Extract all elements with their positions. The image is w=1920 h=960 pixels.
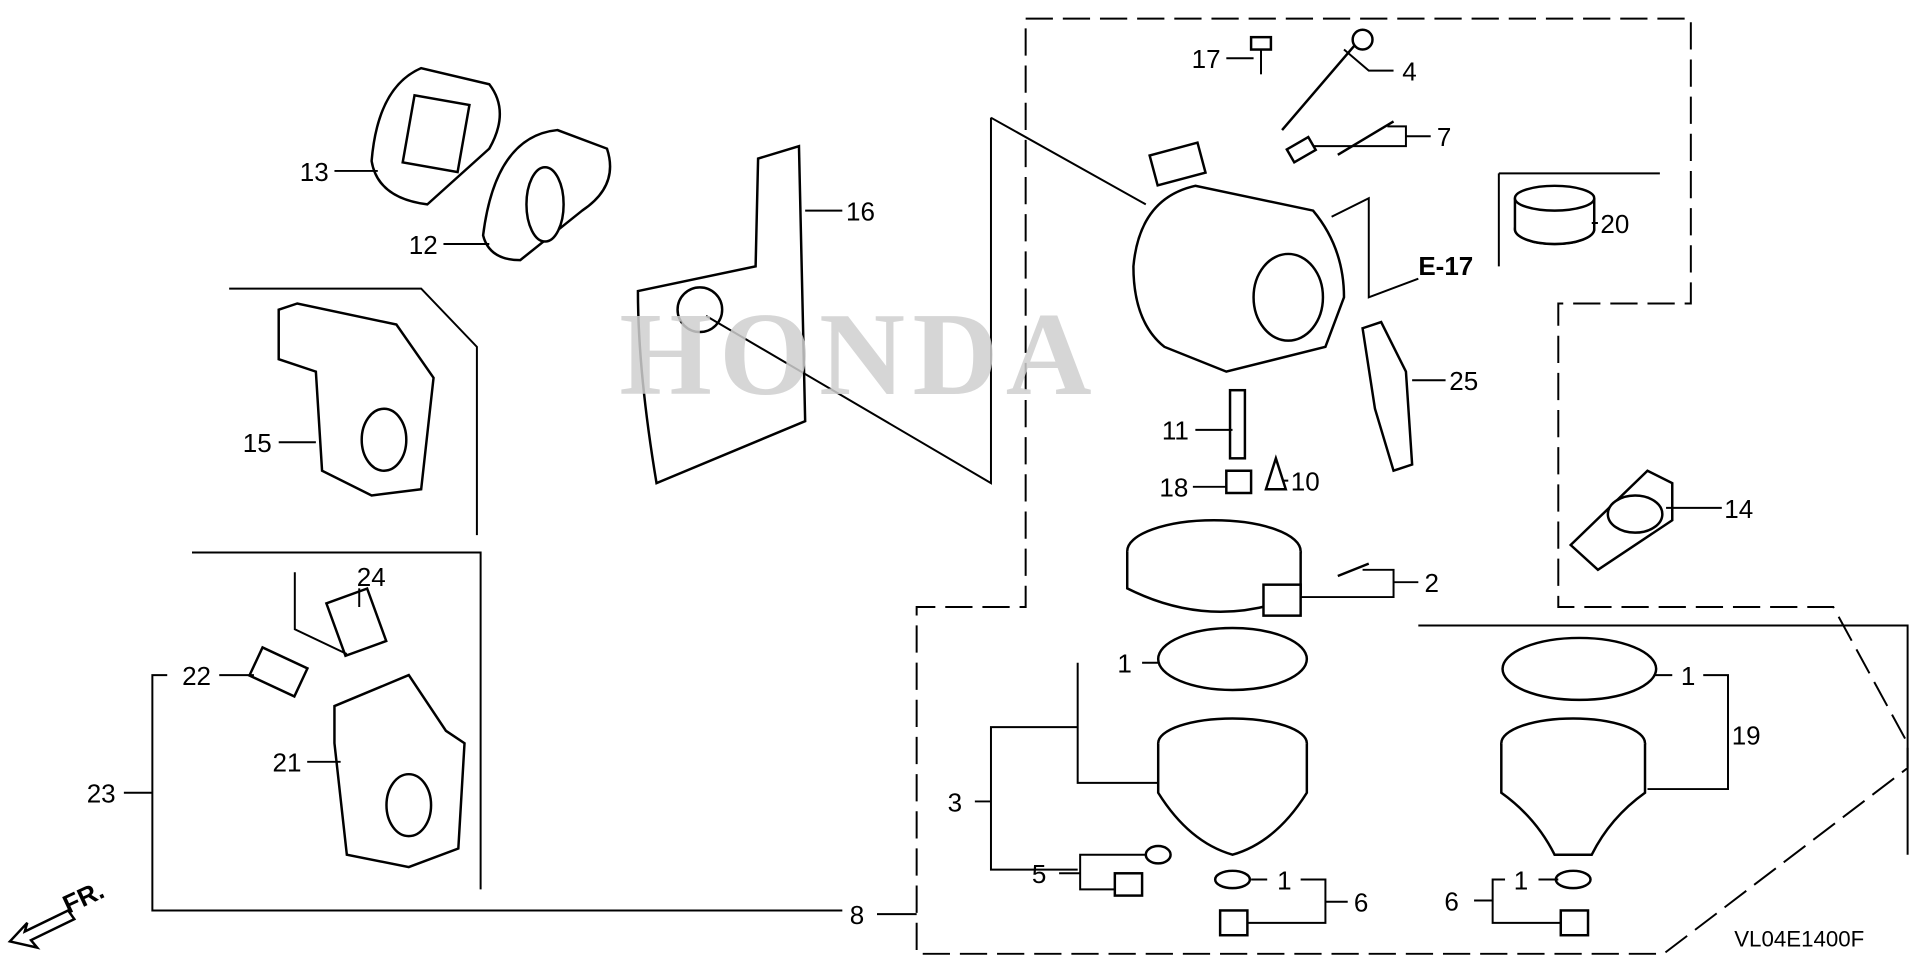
gasket-14 (1568, 469, 1674, 572)
carburetor-body (1132, 141, 1346, 373)
screw-17 (1249, 35, 1273, 75)
callout-5: 5 (1032, 859, 1046, 889)
holder-15 (277, 302, 435, 497)
callout-1: 1 (1277, 865, 1291, 895)
sensor-25 (1361, 320, 1414, 473)
callout-12: 12 (409, 230, 438, 260)
screw-7 (1285, 120, 1395, 165)
float-chamber-3 (1156, 717, 1309, 856)
valve-10 (1264, 454, 1288, 491)
callout-7: 7 (1437, 122, 1451, 152)
frame-23 (192, 551, 482, 890)
callout-2: 2 (1425, 568, 1439, 598)
callout-25: 25 (1449, 366, 1478, 396)
callout-17: 17 (1192, 44, 1221, 74)
assembly-boundary (915, 17, 1909, 955)
callout-15: 15 (243, 428, 272, 458)
plug-22 (247, 645, 310, 699)
pin-2 (1337, 562, 1370, 578)
callout-19: 19 (1732, 720, 1761, 750)
frame-24 (293, 572, 348, 655)
callout-1: 1 (1117, 649, 1131, 679)
callout-24: 24 (357, 562, 386, 592)
reference-e17[interactable]: E-17 (1418, 251, 1473, 281)
callout-11: 11 (1162, 416, 1189, 446)
washer-bolt-6a (1213, 869, 1252, 937)
callout-18: 18 (1159, 473, 1188, 503)
nozzle-11 (1228, 388, 1247, 460)
callout-23: 23 (87, 779, 116, 809)
gasket-16 (636, 144, 807, 485)
o-ring-1b (1501, 636, 1658, 702)
callout-21: 21 (273, 748, 302, 778)
frame-15 (229, 287, 478, 536)
callout-10: 10 (1291, 467, 1320, 497)
callout-3: 3 (948, 787, 962, 817)
gasket-13 (370, 66, 501, 206)
front-arrow-icon: FR. (7, 875, 109, 950)
callout-4: 4 (1402, 57, 1416, 87)
ref-lines (705, 116, 1660, 485)
screw-4 (1281, 28, 1374, 131)
washer-bolt-6b (1554, 869, 1592, 937)
callout-6: 6 (1354, 888, 1368, 918)
callout-13: 13 (300, 157, 329, 187)
float-chamber-19 (1500, 717, 1647, 856)
leaders (123, 48, 1729, 924)
holder-21 (333, 673, 466, 869)
jet-18 (1225, 469, 1253, 495)
callout-8: 8 (850, 900, 864, 930)
callout-1: 1 (1514, 865, 1528, 895)
frame-19 (1418, 624, 1909, 855)
callout-6: 6 (1444, 886, 1458, 916)
callout-1: 1 (1681, 661, 1695, 691)
insulator-12 (481, 128, 612, 262)
diagram-code: VL04E1400F (1734, 926, 1864, 951)
callout-22: 22 (182, 661, 211, 691)
jet-24 (324, 587, 388, 658)
float-chamber-cover (1125, 519, 1302, 617)
callout-16: 16 (846, 196, 875, 226)
o-ring-1a (1156, 626, 1309, 692)
honda-watermark: HONDA (619, 288, 1099, 420)
cap-20 (1513, 184, 1596, 246)
callout-14: 14 (1724, 494, 1753, 524)
washer-bolt-5 (1113, 844, 1172, 897)
callout-20: 20 (1600, 209, 1629, 239)
